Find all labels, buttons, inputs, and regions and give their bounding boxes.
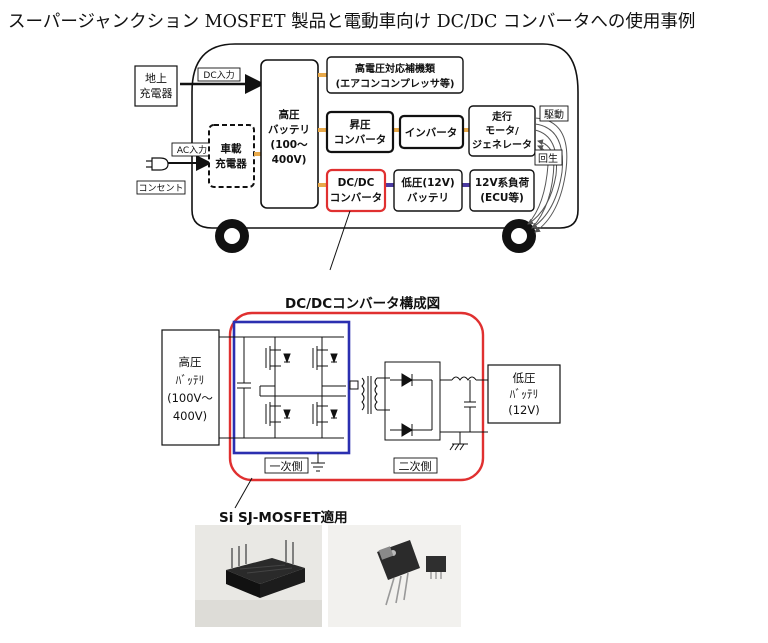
inverter-box: インバータ (398, 114, 465, 150)
mosfet-switch-3 (265, 402, 291, 426)
onboard-charger-box: 車載 充電器 (208, 124, 255, 188)
dcdc-label-1: DC/DC (338, 177, 375, 189)
plug-icon (146, 157, 169, 171)
motor-label-1: 走行 (491, 110, 512, 123)
ground-icon (449, 432, 468, 451)
circuit-heading: DC/DCコンバータ構成図 (285, 296, 441, 312)
mosfet-switch-1 (265, 346, 291, 370)
boost-converter-label-1: 昇圧 (350, 119, 371, 131)
vehicle-body (191, 43, 579, 229)
load-12v-label-1: 12V系負荷 (475, 176, 530, 189)
input-capacitor (237, 337, 251, 438)
mosfet-discrete-photo (328, 525, 461, 627)
circuit-lv-label-1: 低圧 (513, 371, 536, 385)
dcdc-label-2: コンバータ (330, 192, 383, 204)
secondary-side-label: 二次側 (399, 459, 432, 473)
output-inductor (451, 376, 477, 381)
motor-box: 走行 モータ/ ジェネレータ (468, 105, 536, 157)
onboard-charger-label-1: 車載 (221, 142, 242, 155)
lv-battery-label-2: バッテリ (407, 192, 449, 204)
ground-charger-label-1: 地上 (145, 72, 167, 85)
hv-battery-label-1: 高圧 (279, 108, 300, 121)
primary-side-box (232, 320, 351, 455)
hv-aux-box: 高電圧対応補機類 (エアコンコンプレッサ等) (326, 56, 464, 94)
pointer-line (329, 210, 351, 271)
inverter-label: インバータ (405, 127, 458, 139)
hv-battery-box: 高圧 バッテリ (100～ 400V) (260, 59, 319, 209)
circuit-hv-label-3: (100V～ (167, 391, 213, 405)
connector (254, 152, 261, 156)
motor-label-2: モータ/ (485, 125, 519, 137)
hv-aux-label-2: (エアコンコンプレッサ等) (336, 77, 455, 90)
lv-battery-box: 低圧(12V) バッテリ (393, 169, 463, 212)
motor-label-3: ジェネレータ (472, 139, 532, 151)
hv-battery-label-3: (100～ (270, 139, 308, 151)
hv-battery-label-2: バッテリ (268, 124, 310, 136)
mosfet-switch-4 (312, 402, 338, 426)
hv-battery-label-4: 400V) (272, 154, 307, 166)
circuit-hv-label-4: 400V) (173, 409, 207, 423)
outlet-label: コンセント (138, 183, 183, 194)
ground-charger-label-2: 充電器 (140, 86, 173, 100)
ground-charger-box: 地上 充電器 (134, 65, 178, 107)
dcdc-circuit-outline (228, 311, 485, 482)
circuit-lv-label-2: ﾊﾞｯﾃﾘ (510, 387, 539, 401)
transformer (349, 376, 390, 414)
boost-converter-label-2: コンバータ (334, 134, 387, 146)
ground-icon (311, 453, 325, 472)
mosfet-switch-2 (312, 346, 338, 370)
drive-label: 駆動 (544, 108, 564, 121)
circuit-hv-battery: 高圧 ﾊﾞｯﾃﾘ (100V～ 400V) (161, 329, 220, 446)
circuit-lv-battery: 低圧 ﾊﾞｯﾃﾘ (12V) (487, 364, 561, 424)
page-title: スーパージャンクション MOSFET 製品と電動車向け DC/DC コンバータへ… (8, 12, 696, 32)
mosfet-applied-label: Si SJ-MOSFET適用 (219, 510, 348, 526)
rear-wheel (502, 219, 536, 253)
rectifier (384, 361, 452, 441)
dcdc-converter-box: DC/DC コンバータ (325, 168, 387, 213)
onboard-charger-label-2: 充電器 (215, 157, 247, 170)
h-bridge (274, 337, 323, 438)
hv-aux-label-1: 高電圧対応補機類 (355, 62, 436, 75)
mosfet-module-photo (195, 525, 322, 627)
circuit-lv-label-3: (12V) (508, 403, 539, 417)
mosfet-pointer-line (234, 477, 253, 509)
primary-side-label: 一次側 (270, 459, 303, 473)
boost-converter-box: 昇圧 コンバータ (325, 110, 395, 154)
regen-label: 回生 (538, 152, 558, 165)
circuit-hv-label-2: ﾊﾞｯﾃﾘ (176, 373, 205, 387)
load-12v-label-2: (ECU等) (480, 191, 524, 204)
front-wheel (215, 219, 249, 253)
lv-battery-label-1: 低圧(12V) (400, 176, 454, 189)
dc-input-label: DC入力 (203, 69, 234, 81)
output-capacitor (440, 380, 488, 433)
ac-input-label: AC入力 (177, 144, 207, 156)
load-12v-box: 12V系負荷 (ECU等) (469, 169, 535, 212)
circuit-hv-label-1: 高圧 (179, 355, 202, 369)
